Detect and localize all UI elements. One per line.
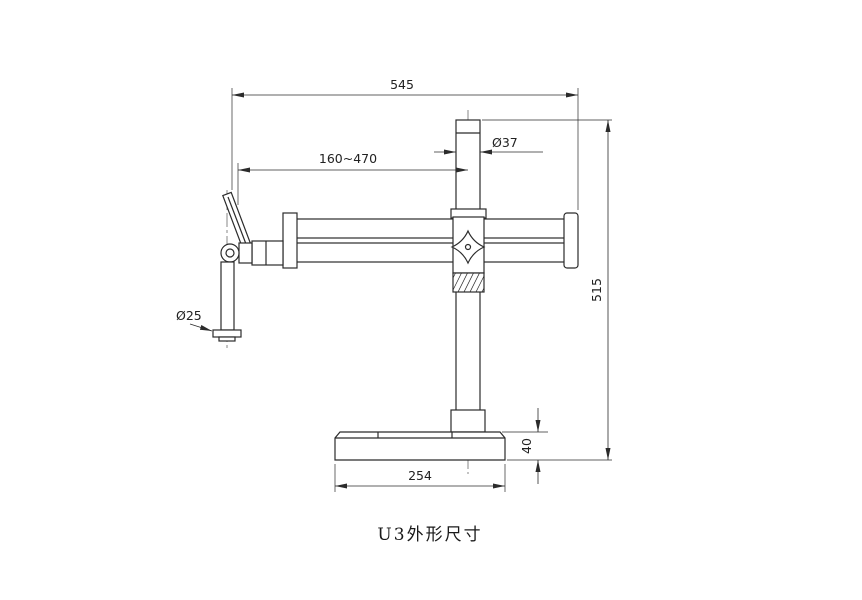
arm-right-cap (563, 212, 579, 269)
dim-label-height: 515 (589, 278, 604, 302)
dim-label-column-diameter: Ø37 (492, 135, 518, 150)
arm-clamp (450, 208, 487, 293)
lever-inner-line (227, 196, 247, 245)
pivot-knob (220, 243, 240, 263)
base-outline (334, 431, 506, 461)
dim-label-base-depth: 254 (408, 468, 432, 483)
arm-left-cap (282, 212, 298, 269)
dim-post-diameter: Ø25 (176, 308, 213, 332)
focus-post (220, 261, 235, 331)
dim-label-post-diameter: Ø25 (176, 308, 202, 323)
leader-line (189, 323, 213, 332)
dim-label-arm-range: 160~470 (319, 151, 377, 166)
mount-body (251, 240, 284, 266)
knob-center (464, 243, 472, 251)
dim-overall-height: 515 (482, 119, 612, 461)
dim-overall-width: 545 (231, 77, 579, 210)
pivot-knob-inner (225, 248, 235, 258)
dim-base-height: 40 (502, 408, 548, 484)
horizontal-arm (282, 212, 579, 269)
clamp-knob (450, 229, 486, 265)
column-collar (450, 409, 486, 433)
dim-label-base-height: 40 (519, 438, 534, 454)
bracket-hatch (453, 273, 484, 292)
stand-base (334, 431, 506, 461)
dim-arm-range: 160~470 (237, 151, 468, 205)
dim-base-depth: 254 (334, 464, 506, 492)
post-foot (218, 336, 236, 342)
drawing-caption: U3外形尺寸 (377, 525, 482, 545)
focus-mount (212, 191, 284, 342)
dim-column-diameter: Ø37 (434, 135, 543, 155)
arm-lower-rail (295, 242, 567, 263)
arm-upper-rail (295, 218, 567, 239)
post-flange (212, 329, 242, 338)
dim-label-545: 545 (390, 77, 414, 92)
mount-neck (238, 242, 253, 264)
